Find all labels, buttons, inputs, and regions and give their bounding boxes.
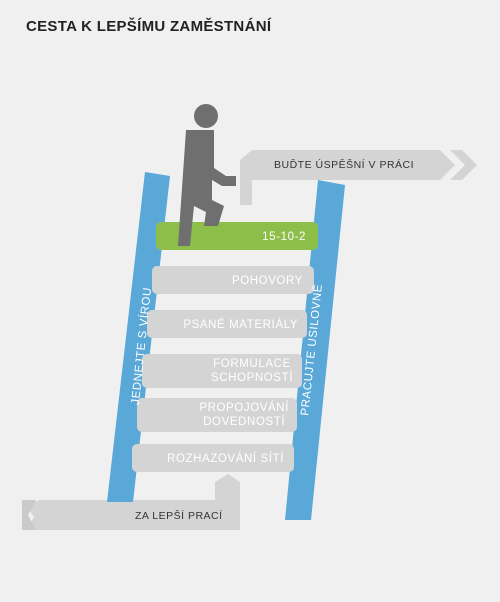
- bottom-arrow-shadow: [22, 500, 36, 530]
- bottom-banner-label: ZA LEPŠÍ PRACÍ: [135, 510, 223, 522]
- step-6-bar: [132, 444, 294, 472]
- step-label: PSANÉ MATERIÁLY: [183, 319, 298, 331]
- step-label: ROZHAZOVÁNÍ SÍTÍ: [167, 453, 284, 465]
- step-label: PROPOJOVÁNÍ DOVEDNOSTÍ: [199, 402, 289, 428]
- top-banner-label: BUĎTE ÚSPĚŠNÍ V PRÁCI: [274, 159, 415, 171]
- step-label: 15-10-2: [262, 231, 306, 243]
- step-3-bar: [147, 310, 307, 338]
- steps-group: [132, 222, 318, 472]
- climber-icon: [178, 104, 236, 246]
- top-arrow-chevron: [450, 150, 477, 180]
- step-1-bar: [156, 222, 318, 250]
- step-2-bar: [152, 266, 314, 294]
- step-5-bar: [137, 398, 297, 432]
- left-rail: [107, 172, 170, 502]
- right-rail: [285, 180, 345, 520]
- top-arrow-shape: [240, 150, 455, 205]
- step-label: POHOVORY: [231, 275, 303, 287]
- step-label: FORMULACE SCHOPNOSTÍ: [210, 358, 293, 384]
- page-title: CESTA K LEPŠÍMU ZAMĚSTNÁNÍ: [26, 18, 272, 35]
- step-4-bar: [142, 354, 302, 388]
